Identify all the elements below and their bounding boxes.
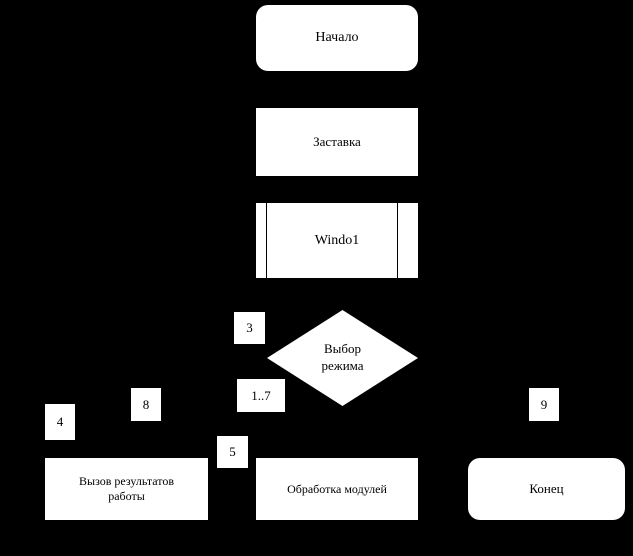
node-mode-select-label: Выбор режима xyxy=(321,341,364,373)
node-process-modules[interactable]: Обработка модулей xyxy=(256,458,418,520)
edge-tag-5-label: 5 xyxy=(229,444,236,459)
node-end[interactable]: Конец xyxy=(468,458,625,520)
node-call-results[interactable]: Вызов результатов работы xyxy=(45,458,208,520)
node-call-results-label: Вызов результатов работы xyxy=(79,474,174,503)
subroutine-left-bar-icon xyxy=(266,203,267,278)
edge-tag-9-label: 9 xyxy=(540,396,548,412)
diamond-shape-icon xyxy=(267,310,418,406)
edge-tag-1-7[interactable]: 1..7 xyxy=(237,379,285,412)
edge-tag-9[interactable]: 9 xyxy=(529,388,559,421)
node-process-modules-label: Обработка модулей xyxy=(287,481,387,496)
edge-tag-3[interactable]: 3 xyxy=(234,312,265,344)
node-splash[interactable]: Заставка xyxy=(256,108,418,176)
subroutine-right-bar-icon xyxy=(397,203,398,278)
edge-tag-1-7-label: 1..7 xyxy=(251,387,271,403)
edge-tag-3-label: 3 xyxy=(246,320,253,335)
edge-tag-4[interactable]: 4 xyxy=(45,404,75,440)
node-splash-label: Заставка xyxy=(313,133,361,149)
edge-tag-4-label: 4 xyxy=(56,414,64,429)
node-window[interactable]: Windo1 xyxy=(256,203,418,278)
node-start-label: Начало xyxy=(315,30,359,46)
node-end-label: Конец xyxy=(529,480,564,496)
edge-tag-8[interactable]: 8 xyxy=(131,388,161,421)
node-start[interactable]: Начало xyxy=(256,5,418,71)
edge-tag-8-label: 8 xyxy=(142,396,150,412)
node-mode-select[interactable]: Выбор режима xyxy=(267,310,418,406)
edge-tag-5[interactable]: 5 xyxy=(217,436,248,468)
node-window-label: Windo1 xyxy=(314,232,360,248)
